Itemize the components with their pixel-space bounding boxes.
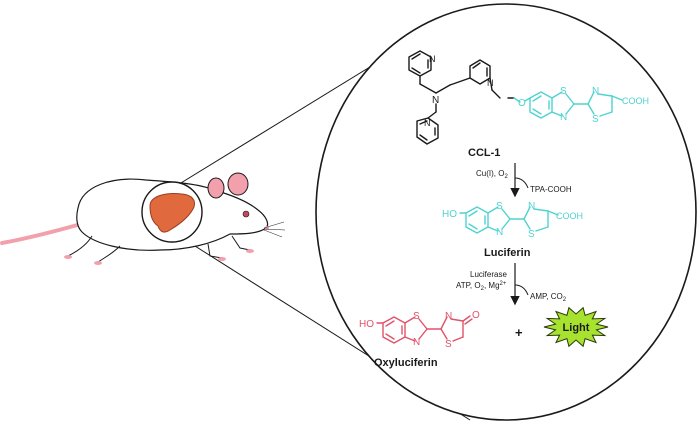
luciferin-label: Luciferin [484, 247, 531, 259]
ccl1-n-thz: N [592, 86, 599, 97]
luciferin-cooh: COOH [556, 211, 583, 221]
oxyluciferin-n-benzo: N [413, 337, 420, 348]
ccl1-label: CCL-1 [468, 147, 500, 159]
ccl1-o-link: O [518, 98, 526, 109]
light-label: Light [563, 322, 590, 334]
step2-enzyme: Luciferase [470, 270, 507, 279]
oxyluciferin-n-thz: N [445, 311, 452, 322]
step2-byproduct: AMP, CO2 [530, 292, 567, 303]
luciferin-ho: HO [442, 209, 457, 220]
step1-reagents: Cu(I), O2 [476, 169, 508, 180]
luciferin-structure: HO S N N S COOH [442, 201, 583, 240]
byproduct-arrow-1 [514, 177, 529, 189]
luciferin-s-benzo: S [496, 201, 503, 212]
ccl1-n-center: N [432, 95, 439, 106]
ccl1-n-benzo: N [560, 112, 567, 123]
ccl1-n-py2: N [487, 78, 494, 88]
ccl1-structure: N N N N O S N N S COOH [408, 50, 649, 145]
byproduct-arrow-2 [514, 284, 529, 296]
oxyluciferin-structure: HO S N N S O [359, 310, 480, 350]
mouse-legs [67, 235, 251, 263]
ccl1-s-benzo: S [560, 86, 567, 97]
ccl1-cooh: COOH [622, 96, 649, 106]
zoom-circle [315, 3, 697, 421]
ccl1-n-py3: N [424, 118, 431, 128]
step2-cofactors: ATP, O2, Mg2+ [456, 281, 507, 292]
mouse-ear-front [227, 172, 249, 196]
luciferin-n-benzo: N [496, 227, 503, 238]
luciferin-s-thz: S [528, 229, 535, 240]
plus-sign: + [515, 325, 523, 340]
mouse-whiskers [263, 221, 286, 238]
oxyluciferin-label: Oxyluciferin [374, 357, 438, 369]
ccl1-n-py1: N [429, 54, 436, 64]
step1-byproduct: TPA-COOH [530, 185, 572, 194]
mouse-ear-back [207, 177, 225, 199]
oxyluciferin-s-benzo: S [413, 311, 420, 322]
mouse-paws [64, 249, 254, 265]
light-burst-icon: Light [543, 306, 609, 348]
liver-organ-icon [149, 193, 195, 233]
oxyluciferin-s-thz: S [445, 339, 452, 350]
mouse-tail [0, 220, 90, 245]
oxyluciferin-ho: HO [359, 319, 374, 330]
ccl1-s-thz: S [592, 114, 599, 125]
oxyluciferin-o-keto: O [472, 310, 480, 321]
mouse-eye [242, 210, 250, 218]
luciferin-n-thz: N [528, 201, 535, 212]
